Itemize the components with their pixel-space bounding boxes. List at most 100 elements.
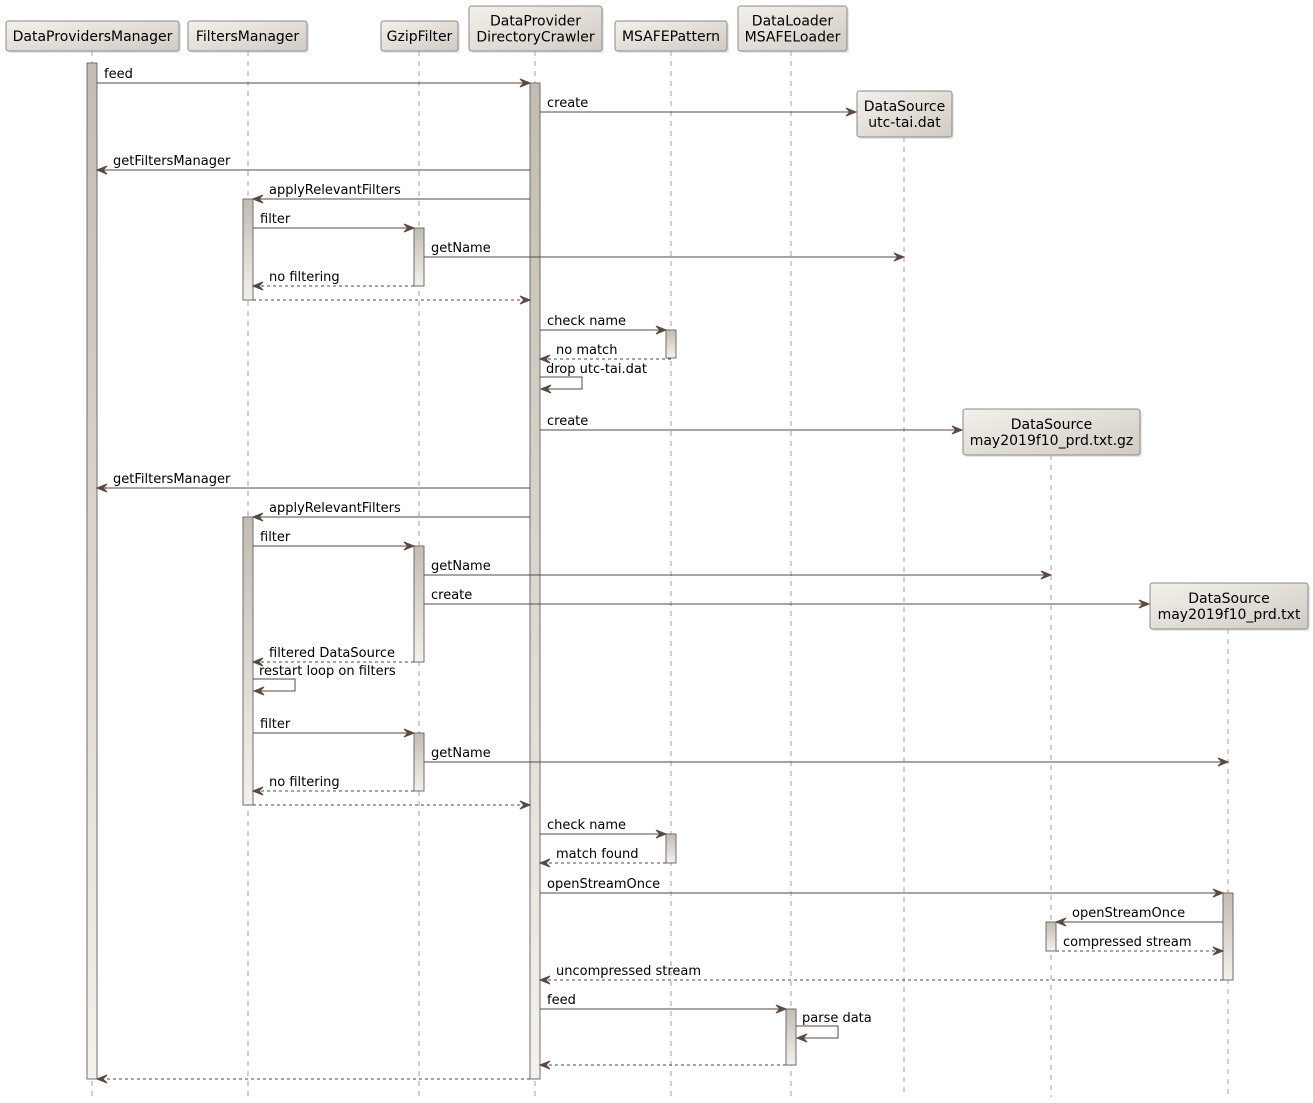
- message-label: filter: [260, 530, 291, 545]
- message-uncompressed-stream: uncompressed stream: [538, 964, 1223, 985]
- message-label: filter: [260, 717, 291, 732]
- message-label: openStreamOnce: [1072, 906, 1185, 921]
- message-label: no filtering: [269, 270, 340, 285]
- message-no-match: no match: [538, 343, 671, 364]
- message-line: [253, 678, 296, 692]
- message-compressed-stream: compressed stream: [1056, 935, 1225, 956]
- participant-box: [380, 20, 459, 52]
- arrow-head: [95, 165, 108, 175]
- message-return: [253, 800, 532, 810]
- arrow-head: [539, 384, 552, 394]
- message-create: create: [424, 588, 1151, 609]
- message-label: check name: [547, 314, 626, 329]
- participant-label: DataLoader: [752, 14, 834, 30]
- message-getname: getName: [424, 241, 906, 262]
- arrow-head: [538, 975, 551, 985]
- arrow-head: [893, 252, 906, 262]
- message-label: create: [431, 588, 472, 603]
- message-label: applyRelevantFilters: [269, 183, 401, 198]
- arrow-head: [1040, 570, 1053, 580]
- message-filtered-datasource: filtered DataSource: [251, 646, 414, 667]
- message-label: compressed stream: [1063, 935, 1192, 950]
- arrow-head: [403, 223, 416, 233]
- participant-box: [468, 5, 603, 52]
- arrow-head: [1138, 599, 1151, 609]
- message-label: check name: [547, 818, 626, 833]
- arrow-head: [951, 425, 964, 435]
- arrow-head: [403, 541, 416, 551]
- arrow-head: [519, 78, 532, 88]
- arrow-head: [655, 829, 668, 839]
- activation-bar-ds3: [1222, 892, 1234, 981]
- message-line: [796, 1025, 839, 1039]
- message-label: restart loop on filters: [259, 664, 396, 679]
- participant-label: may2019f10_prd.txt: [1158, 607, 1301, 623]
- arrow-head: [519, 295, 532, 305]
- arrow-head: [251, 281, 264, 291]
- message-create: create: [540, 96, 858, 117]
- activation-bar-mp: [665, 329, 677, 359]
- participant-fm: FiltersManager: [187, 20, 309, 53]
- participant-label: FiltersManager: [196, 29, 300, 45]
- participant-label: DataSource: [1011, 417, 1093, 433]
- activation-bar-fm: [242, 516, 254, 806]
- message-label: applyRelevantFilters: [269, 501, 401, 516]
- message-label: no match: [556, 343, 617, 358]
- message-applyrelevantfilters: applyRelevantFilters: [251, 183, 530, 204]
- message-label: create: [547, 96, 588, 111]
- message-create: create: [540, 414, 964, 435]
- message-openstreamonce: openStreamOnce: [1054, 906, 1223, 927]
- message-return: [95, 1074, 530, 1084]
- message-filter: filter: [253, 530, 416, 551]
- activation-bar-dpm: [86, 62, 98, 1080]
- message-return: [253, 295, 532, 305]
- arrow-head: [403, 728, 416, 738]
- message-no-filtering: no filtering: [251, 270, 414, 291]
- message-label: getName: [431, 559, 491, 574]
- arrow-head: [1054, 917, 1067, 927]
- message-label: filter: [260, 212, 291, 227]
- message-filter: filter: [253, 717, 416, 738]
- participant-label: DataSource: [864, 99, 946, 115]
- message-filter: filter: [253, 212, 416, 233]
- participant-box: [1149, 582, 1309, 630]
- message-label: getName: [431, 746, 491, 761]
- message-feed: feed: [97, 67, 532, 88]
- message-no-filtering: no filtering: [251, 775, 414, 796]
- activation-bar-gz: [413, 732, 425, 792]
- message-getfiltersmanager: getFiltersManager: [95, 154, 530, 175]
- activation-bar-ds2: [1045, 921, 1057, 952]
- message-label: drop utc-tai.dat: [546, 362, 647, 377]
- message-getname: getName: [424, 559, 1053, 580]
- participant-label: DataProvider: [490, 14, 581, 30]
- arrow-head: [1217, 757, 1230, 767]
- message-label: uncompressed stream: [556, 964, 701, 979]
- participant-label: may2019f10_prd.txt.gz: [970, 433, 1134, 449]
- arrow-head: [251, 194, 264, 204]
- message-check-name: check name: [540, 314, 668, 335]
- activation-bar-gz: [413, 545, 425, 663]
- participant-mp: MSAFEPattern: [614, 20, 729, 53]
- message-drop-utc-tai-dat: drop utc-tai.dat: [539, 362, 647, 394]
- arrow-head: [1212, 888, 1225, 898]
- participant-label: utc-tai.dat: [868, 115, 941, 131]
- message-parse-data: parse data: [795, 1011, 872, 1043]
- activation-bar-fm: [242, 198, 254, 301]
- message-feed: feed: [540, 993, 788, 1014]
- message-label: feed: [547, 993, 576, 1008]
- participant-label: DirectoryCrawler: [476, 30, 595, 46]
- message-line: [540, 376, 583, 390]
- arrow-head: [795, 1033, 808, 1043]
- message-label: match found: [556, 847, 639, 862]
- arrow-head: [845, 107, 858, 117]
- participant-box: [187, 20, 308, 52]
- participant-label: DataSource: [1188, 591, 1270, 607]
- message-label: create: [547, 414, 588, 429]
- message-label: filtered DataSource: [269, 646, 395, 661]
- participant-box: [962, 408, 1141, 456]
- message-openstreamonce: openStreamOnce: [540, 877, 1225, 898]
- message-applyrelevantfilters: applyRelevantFilters: [251, 501, 530, 522]
